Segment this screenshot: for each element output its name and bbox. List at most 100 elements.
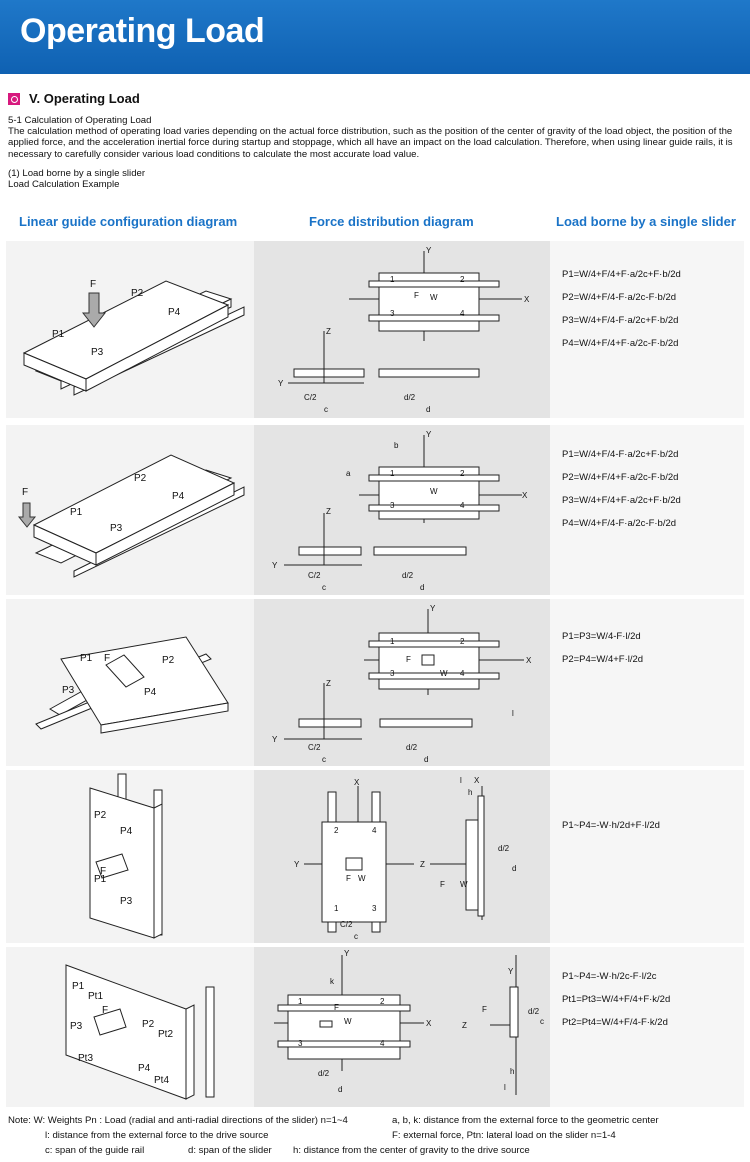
- label-P1: P1: [70, 507, 83, 518]
- label-c2: C/2: [340, 920, 353, 929]
- intro-body-2: applied force, and the acceleration iner…: [8, 137, 733, 149]
- config-drawing-2: [17, 454, 245, 578]
- formula-cell-4: P1~P4=-W·h/2d+F·l/2d: [550, 770, 744, 943]
- bullet-icon: [8, 92, 20, 105]
- label-Pt2: Pt2: [158, 1029, 174, 1040]
- formula-line: P3=W/4+F/4+F·a/2c+F·b/2d: [562, 495, 681, 506]
- label-P4: P4: [168, 307, 181, 318]
- label-n2: 2: [460, 275, 465, 284]
- label-W: W: [358, 874, 366, 883]
- label-F: F: [102, 1005, 109, 1016]
- note-line: l: distance from the external force to t…: [45, 1130, 269, 1141]
- label-c: c: [354, 932, 358, 941]
- label-X: X: [524, 295, 530, 304]
- note-line: d: span of the slider: [188, 1145, 272, 1156]
- formula-list-1: P1=W/4+F/4+F·a/2c+F·b/2d P2=W/4+F/4-F·a/…: [562, 263, 681, 355]
- intro-example: Load Calculation Example: [8, 179, 120, 191]
- force-drawing-4: [304, 786, 485, 933]
- note-line: c: span of the guide rail: [45, 1145, 145, 1156]
- example-row-2: F P2 P4 P1 P3 Y X W b a Z Y C/2 c: [6, 425, 744, 595]
- note-line: F: external force, Ptn: lateral load on …: [392, 1130, 616, 1141]
- config-drawing-1: [22, 280, 245, 396]
- label-n2: 2: [334, 826, 339, 835]
- label-P3: P3: [62, 685, 75, 696]
- label-Pt4: Pt4: [154, 1075, 170, 1086]
- label-F: F: [90, 279, 97, 290]
- label-n4: 4: [460, 501, 465, 510]
- label-X: X: [526, 656, 532, 665]
- label-F-side: F: [440, 880, 445, 889]
- formula-line: P2=W/4+F/4-F·a/2c-F·b/2d: [562, 292, 677, 303]
- formula-cell-5: P1~P4=-W·h/2c-F·l/2c Pt1=Pt3=W/4+F/4+F·k…: [550, 947, 744, 1107]
- label-Y-side: Y: [278, 379, 284, 388]
- label-F-force: F: [346, 874, 351, 883]
- label-F: F: [100, 866, 107, 877]
- formula-cell-2: P1=W/4+F/4-F·a/2c+F·b/2d P2=W/4+F/4+F·a/…: [550, 425, 744, 595]
- label-d2: d/2: [498, 844, 510, 853]
- label-c: c: [322, 583, 326, 592]
- label-P1: P1: [72, 981, 85, 992]
- label-c2: d/2: [528, 1007, 540, 1016]
- label-F: F: [22, 487, 29, 498]
- label-P4: P4: [120, 826, 133, 837]
- config-diagram-4: P2 P4 P1 P3 F: [6, 770, 254, 943]
- label-P2: P2: [134, 473, 147, 484]
- formula-line: P1~P4=-W·h/2c-F·l/2c: [562, 971, 657, 982]
- label-P4: P4: [144, 687, 157, 698]
- force-diagram-3: Y X F W Z Y C/2 c d/2 d l 1 2 3 4: [254, 599, 550, 766]
- label-X-side: X: [474, 776, 480, 785]
- formula-line: P3=W/4+F/4-F·a/2c+F·b/2d: [562, 315, 679, 326]
- force-drawing-3: [284, 609, 524, 740]
- label-n3: 3: [390, 309, 395, 318]
- label-Z: Z: [420, 860, 425, 869]
- label-W: W: [344, 1017, 352, 1026]
- formula-list-5: P1~P4=-W·h/2c-F·l/2c Pt1=Pt3=W/4+F/4+F·k…: [562, 965, 670, 1034]
- label-c: c: [324, 405, 328, 414]
- label-Z: Z: [462, 1021, 467, 1030]
- section-title: V. Operating Load: [29, 91, 140, 106]
- label-Y: Y: [294, 860, 300, 869]
- formula-line: P1=W/4+F/4+F·a/2c+F·b/2d: [562, 269, 681, 280]
- label-Y-side: Y: [272, 735, 278, 744]
- label-n3: 3: [390, 669, 395, 678]
- label-Y-side: Y: [508, 967, 514, 976]
- note-line: h: distance from the center of gravity t…: [293, 1145, 530, 1156]
- label-h: h: [468, 788, 473, 797]
- label-n3: 3: [372, 904, 377, 913]
- config-drawing-3: [35, 636, 229, 734]
- label-l: l: [504, 1083, 506, 1092]
- formula-line: P4=W/4+F/4-F·a/2c-F·b/2d: [562, 518, 677, 529]
- label-n2: 2: [460, 637, 465, 646]
- label-P3: P3: [110, 523, 123, 534]
- label-c2: C/2: [304, 393, 317, 402]
- header-banner: Operating Load: [0, 0, 750, 74]
- label-d: d: [424, 755, 429, 764]
- column-header-config: Linear guide configuration diagram: [19, 214, 238, 229]
- label-b: b: [394, 441, 399, 450]
- column-header-load: Load borne by a single slider: [556, 214, 736, 229]
- label-Y: Y: [430, 604, 436, 613]
- example-row-4: P2 P4 P1 P3 F X Y F W C/2 c 2 4: [6, 770, 744, 943]
- label-X: X: [354, 778, 360, 787]
- label-l: l: [460, 776, 462, 785]
- label-a: a: [346, 469, 351, 478]
- formula-cell-3: P1=P3=W/4-F·l/2d P2=P4=W/4+F·l/2d: [550, 599, 744, 766]
- intro-body-3: necessary to carefully consider various …: [8, 148, 420, 160]
- label-P2: P2: [162, 655, 175, 666]
- page-title: Operating Load: [20, 12, 265, 50]
- note-line: Note: W: Weights Pn : Load (radial and a…: [8, 1115, 348, 1126]
- example-row-5: P1 Pt1 P2 Pt2 P3 Pt3 P4 Pt4 F Y X k F: [6, 947, 744, 1107]
- formula-cell-1: P1=W/4+F/4+F·a/2c+F·b/2d P2=W/4+F/4-F·a/…: [550, 241, 744, 418]
- label-n4: 4: [372, 826, 377, 835]
- intro-body-1: The calculation method of operating load…: [8, 126, 733, 138]
- label-h: h: [510, 1067, 515, 1076]
- label-n1: 1: [298, 997, 303, 1006]
- intro-subtitle: 5-1 Calculation of Operating Load: [8, 115, 152, 126]
- label-W-side: W: [460, 880, 468, 889]
- example-row-1: F P2 P4 P1 P3 Y X W F Z Y C/2 c d/2: [6, 241, 744, 418]
- label-c: c: [540, 1017, 544, 1026]
- formula-line: P2=W/4+F/4+F·a/2c-F·b/2d: [562, 472, 679, 483]
- label-d2: d/2: [318, 1069, 330, 1078]
- label-Z: Z: [326, 507, 331, 516]
- label-P1: P1: [94, 874, 107, 885]
